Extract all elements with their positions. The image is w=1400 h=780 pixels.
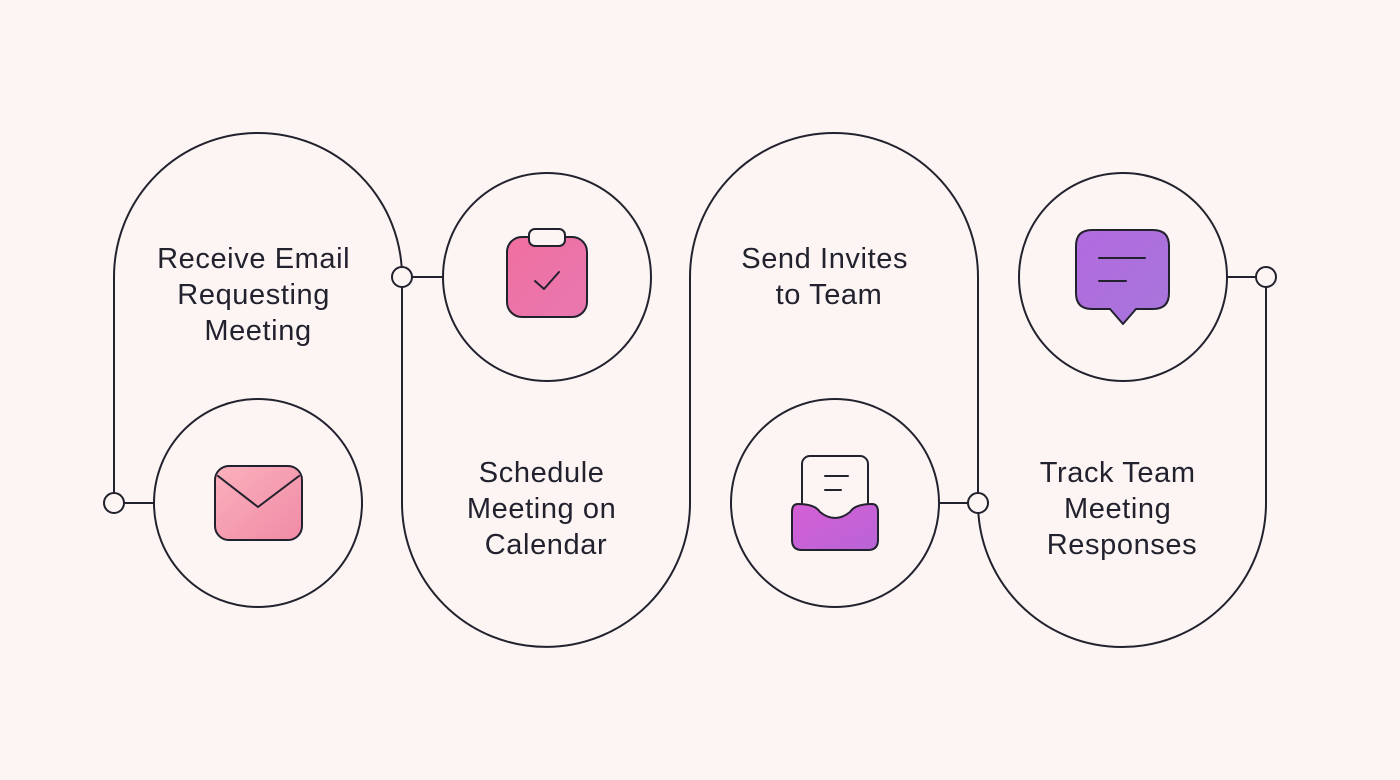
step-4-label: Track Team Meeting Responses xyxy=(1040,457,1205,561)
step-1-label-line: Requesting xyxy=(177,279,330,311)
step-2-label: Schedule Meeting on Calendar xyxy=(467,457,625,561)
junction-dot-start xyxy=(103,492,125,514)
step-2-label-line: Meeting on xyxy=(467,493,617,525)
junction-dot-3 xyxy=(967,492,989,514)
step-2-label-line: Schedule xyxy=(479,457,605,489)
inbox-tray-icon xyxy=(791,455,879,551)
junction-dot-end xyxy=(1255,266,1277,288)
step-2-label-line: Calendar xyxy=(485,529,608,561)
step-3-label-line: Send Invites xyxy=(741,243,908,275)
step-3-label: Send Invites to Team xyxy=(741,243,916,311)
clipboard-check-icon xyxy=(506,228,588,318)
step-1-label: Receive Email Requesting Meeting xyxy=(157,243,359,347)
step-3-label-line: to Team xyxy=(776,279,883,311)
junction-dot-2 xyxy=(391,266,413,288)
connector-path xyxy=(113,132,1267,648)
step-4-label-line: Responses xyxy=(1047,529,1198,561)
step-4-label-line: Track Team xyxy=(1040,457,1196,489)
step-1-label-line: Receive Email xyxy=(157,243,350,275)
step-4-label-line: Meeting xyxy=(1064,493,1171,525)
envelope-icon xyxy=(214,465,303,541)
chat-bubble-icon xyxy=(1075,229,1170,325)
step-1-label-line: Meeting xyxy=(204,315,311,347)
